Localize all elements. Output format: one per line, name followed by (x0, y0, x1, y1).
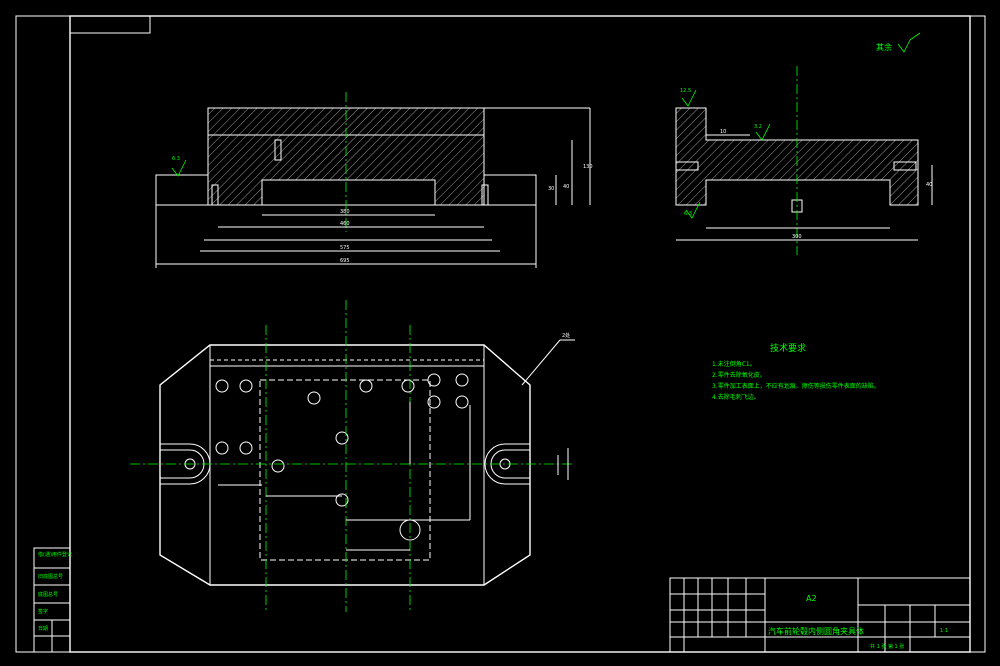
dim-side-offset: 10 (720, 129, 726, 135)
tech-req-item-1: 1.未注倒角C1。 (712, 360, 756, 368)
dim-front-depth-mid: 40 (563, 184, 569, 190)
tech-req-item-2: 2.零件去除氧化皮。 (712, 371, 766, 379)
tech-req-item-3: 3.零件加工表面上，不应有划痕、擦伤等损伤零件表面的缺陷。 (712, 382, 880, 390)
title-block: A2 汽车前轮毂内侧圆角夹具体 1:1 共 1 张 第 1 张 (669, 577, 971, 653)
side-section-view: 300 40 10 12.5 3.2 6.3 (675, 66, 933, 255)
roughness-side2-icon (755, 123, 771, 141)
side-label-4: 日期 (38, 626, 48, 632)
corner-code-box (69, 15, 151, 34)
dim-side-depth: 40 (926, 182, 932, 188)
dim-front-height: 130 (583, 164, 593, 170)
plan-note-label: 2处 (562, 332, 570, 339)
side-label-3: 签字 (38, 608, 48, 615)
inner-frame (69, 15, 971, 653)
roughness-symbol-icon (171, 159, 187, 177)
tech-req-item-4: 4.去除毛刺飞边。 (712, 393, 760, 401)
sheet-size: A2 (806, 594, 817, 603)
dim-front-total: 695 (340, 258, 350, 264)
dim-front-mid: 460 (340, 221, 350, 227)
side-stamp-column: 借(通)用件登记 旧底图总号 底图总号 签字 日期 (33, 547, 72, 653)
roughness-side3-icon (685, 201, 701, 219)
dim-front-outer: 575 (340, 245, 350, 251)
plan-view: 2处 (130, 300, 575, 612)
roughness-note-text: 其余 (876, 42, 892, 52)
side-label-0: 借(通)用件登记 (38, 551, 72, 558)
roughness-side-icon (681, 89, 697, 107)
roughness-triangle-icon (897, 39, 911, 53)
sheet-count: 共 1 张 第 1 张 (870, 643, 904, 650)
tech-req-heading: 技术要求 (770, 342, 806, 354)
dim-front-depth-small: 30 (548, 186, 554, 192)
dim-front-inner: 380 (340, 209, 350, 215)
roughness-side-b: 12.5 (680, 88, 691, 94)
dim-side-width: 300 (792, 234, 802, 240)
drawing-name: 汽车前轮毂内侧圆角夹具体 (768, 626, 864, 636)
roughness-side-a: 6.3 (684, 211, 692, 217)
roughness-side-c: 3.2 (754, 124, 762, 130)
front-section-view: 380 460 575 695 130 30 40 6.3 (155, 92, 593, 268)
side-label-1: 旧底图总号 (38, 573, 63, 580)
side-label-2: 底图总号 (38, 591, 58, 598)
general-roughness-note: 其余 (876, 32, 921, 53)
roughness-front: 6.3 (172, 156, 180, 162)
technical-requirements: 技术要求 1.未注倒角C1。 2.零件去除氧化皮。 3.零件加工表面上，不应有划… (712, 342, 880, 401)
scale-label: 1:1 (940, 628, 948, 634)
